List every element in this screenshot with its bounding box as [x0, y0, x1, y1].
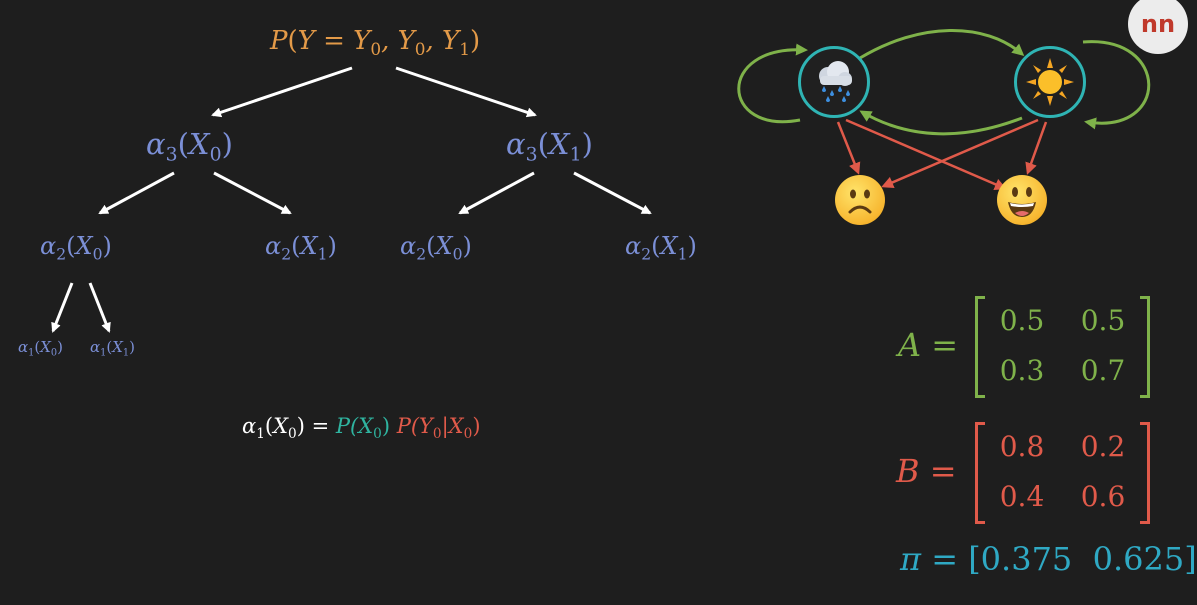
transition-rain-sun: [859, 29, 1025, 60]
pi-value: 0.625: [1092, 540, 1185, 578]
alpha1-x0-node: α1(X0): [18, 338, 63, 359]
emission-term: P(Y0|X0): [396, 414, 481, 442]
alpha1-base-equation: α1(X0) = P(X0) P(Y0|X0): [242, 414, 481, 442]
sun-icon: [1026, 58, 1074, 106]
alpha3-x1-node: α3(X1): [506, 127, 593, 166]
matrix-a-cell: 0.3: [999, 354, 1045, 387]
channel-logo: nn: [1128, 0, 1188, 54]
alpha2-x1-node: α2(X1): [625, 232, 697, 264]
matrix-b-cell: 0.6: [1080, 480, 1126, 513]
matrix-b-cell: 0.8: [999, 430, 1045, 463]
matrix-a-label: A =: [898, 326, 959, 364]
pi-value: 0.375: [980, 540, 1073, 578]
sad-face-icon: [835, 175, 885, 225]
prior-term: P(X0): [335, 414, 391, 442]
tree-arrow: [88, 282, 111, 333]
tree-arrow: [573, 171, 652, 215]
matrix-b-cell: 0.2: [1080, 430, 1126, 463]
matrix-b-label: B =: [896, 452, 957, 490]
emission-sun-happy: [1025, 121, 1048, 175]
tree-arrow: [51, 282, 74, 333]
alpha1-x1-node: α1(X1): [90, 338, 135, 359]
initial-distribution-pi: π = [0.375 0.625]: [900, 540, 1197, 578]
alpha2-x0-node: α2(X0): [400, 232, 472, 264]
self-loop-sun: [1082, 40, 1151, 130]
tree-arrow: [213, 171, 292, 215]
matrix-a-cell: 0.5: [999, 304, 1045, 337]
emission-sun-sad: [881, 118, 1039, 188]
emission-rain-sad: [836, 121, 861, 175]
tree-arrow: [458, 171, 535, 215]
alpha2-x1-node: α2(X1): [265, 232, 337, 264]
matrix-a-cell: 0.5: [1080, 304, 1126, 337]
emission-rain-happy: [845, 118, 1007, 190]
tree-arrow: [211, 66, 353, 118]
alpha2-x0-node: α2(X0): [40, 232, 112, 264]
matrix-a-cell: 0.7: [1080, 354, 1126, 387]
joint-probability-root: P(Y = Y0, Y0, Y1): [270, 26, 481, 59]
self-loop-rain: [737, 43, 808, 124]
tree-arrow: [395, 66, 537, 118]
transition-sun-rain: [859, 110, 1023, 136]
state-rain-node: [798, 46, 870, 118]
matrix-b-cell: 0.4: [999, 480, 1045, 513]
happy-face-icon: [997, 175, 1047, 225]
state-sun-node: [1014, 46, 1086, 118]
tree-arrow: [98, 171, 175, 215]
rain-cloud-icon: [819, 61, 852, 102]
alpha3-x0-node: α3(X0): [146, 127, 233, 166]
